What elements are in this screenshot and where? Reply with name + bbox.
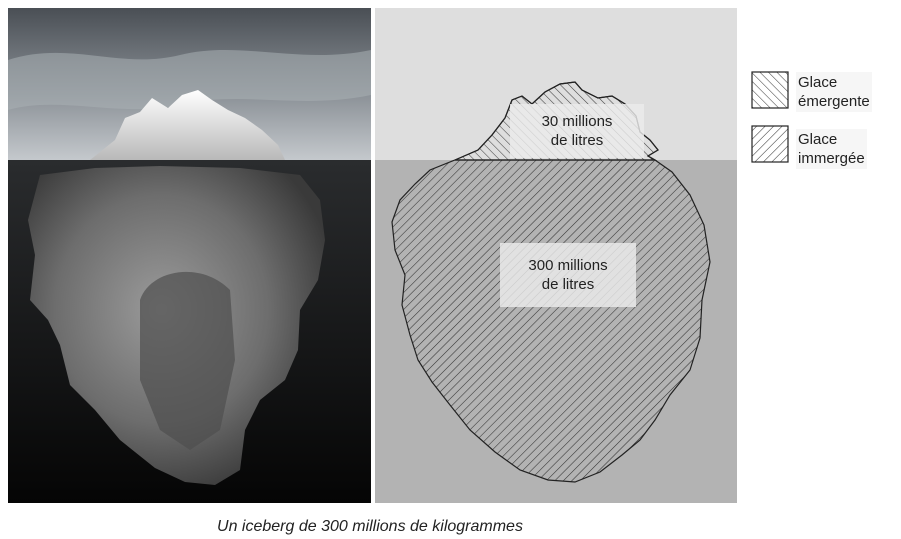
legend-swatch-emerged: [752, 72, 788, 108]
iceberg-photo: [8, 8, 371, 503]
figure-caption: Un iceberg de 300 millions de kilogramme…: [0, 518, 740, 536]
emerged-volume-line2: de litres: [551, 131, 604, 150]
legend-label-immersed: Glace immergée: [796, 129, 867, 169]
legend-immersed-line1: Glace: [798, 130, 865, 149]
emerged-volume-line1: 30 millions: [542, 112, 613, 131]
immersed-volume-line1: 300 millions: [528, 256, 607, 275]
emerged-volume-label: 30 millions de litres: [510, 104, 644, 158]
legend-immersed-line2: immergée: [798, 149, 865, 168]
legend: [752, 72, 788, 162]
legend-label-emerged: Glace émergente: [796, 72, 872, 112]
legend-emerged-line2: émergente: [798, 92, 870, 111]
immersed-volume-label: 300 millions de litres: [500, 243, 636, 307]
legend-swatch-immersed: [752, 126, 788, 162]
immersed-volume-line2: de litres: [542, 275, 595, 294]
legend-emerged-line1: Glace: [798, 73, 870, 92]
